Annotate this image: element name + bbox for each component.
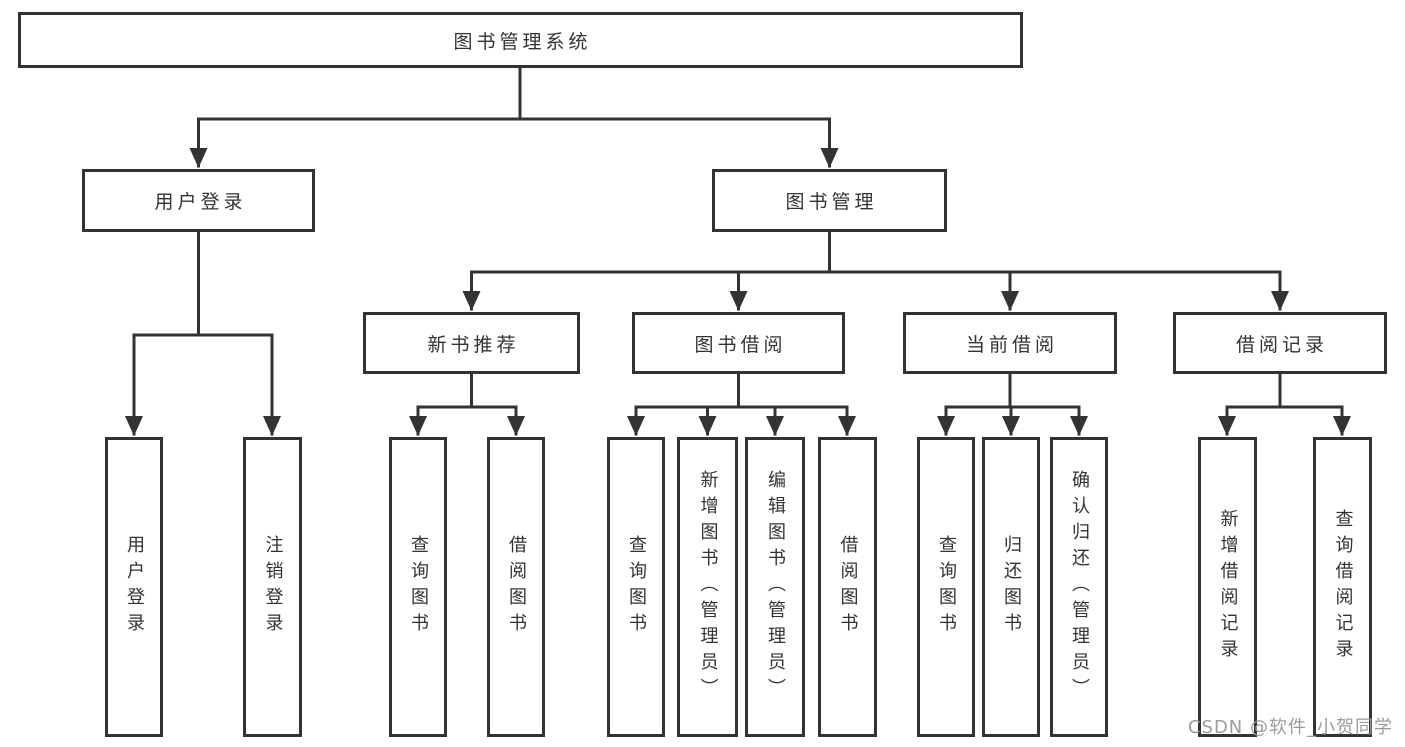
node-new-book-recommend: 新书推荐 xyxy=(363,312,580,374)
node-book-management-branch: 图书管理 xyxy=(712,169,947,232)
node-nb-query-books: 查询图书 xyxy=(389,437,447,737)
node-user-login-leaf: 用户登录 xyxy=(105,437,163,737)
node-logout-leaf: 注销登录 xyxy=(243,437,302,737)
node-current-borrowing: 当前借阅 xyxy=(903,312,1117,374)
node-user-login-branch: 用户登录 xyxy=(82,169,315,232)
node-cb-query-books: 查询图书 xyxy=(917,437,975,737)
node-bb-add-books-admin: 新增图书（管理员） xyxy=(677,437,738,737)
node-book-borrowing: 图书借阅 xyxy=(632,312,845,374)
node-bb-edit-books-admin: 编辑图书（管理员） xyxy=(745,437,805,737)
node-cb-return-books: 归还图书 xyxy=(982,437,1040,737)
node-bb-borrow-books: 借阅图书 xyxy=(818,437,877,737)
node-bb-query-books: 查询图书 xyxy=(607,437,665,737)
node-borrow-records: 借阅记录 xyxy=(1173,312,1387,374)
node-cb-confirm-return-admin: 确认归还（管理员） xyxy=(1050,437,1108,737)
node-br-add-record: 新增借阅记录 xyxy=(1198,437,1257,737)
watermark: CSDN @软件_小贺同学 xyxy=(1187,717,1393,738)
node-nb-borrow-books: 借阅图书 xyxy=(487,437,545,737)
node-library-management-system: 图书管理系统 xyxy=(18,12,1023,68)
node-br-query-record: 查询借阅记录 xyxy=(1313,437,1372,737)
